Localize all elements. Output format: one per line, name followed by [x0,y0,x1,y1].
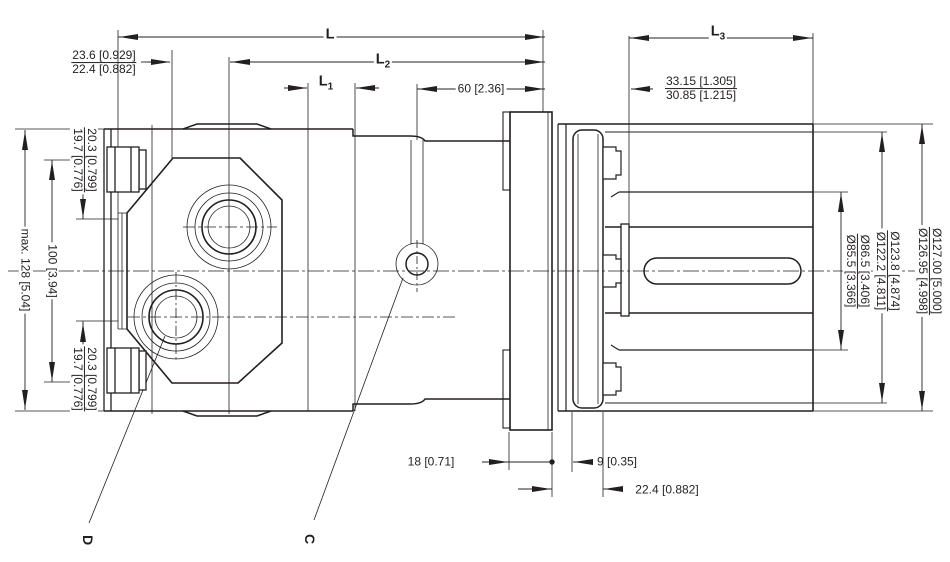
output-shaft-outline [605,223,813,317]
part-label-C: C [301,533,318,545]
dimension-dot [549,459,555,465]
part-label-D: D [79,534,96,546]
leader-line-D [88,335,166,524]
dimension-lines [22,34,925,492]
wheel-stud-bolts [602,146,622,396]
hub-cylinder-outline [557,123,814,412]
dim-label-dia-hub: Ø86.5 [3.406] Ø85.5 [3.366] [843,231,872,311]
dim-label-18: 18 [0.71] [407,454,455,469]
port-cover-outline [126,157,283,384]
dim-label-100: 100 [3.94] [45,242,60,300]
left-top-bolt [106,146,147,193]
dim-label-L: L [323,26,337,46]
dim-label-22-4: 22.4 [0.882] [635,482,699,497]
centerlines [8,226,938,362]
extension-lines [15,30,933,524]
end-plate-outline [572,129,604,409]
dim-label-L1: L1 [318,73,334,93]
dim-label-60: 60 [2.36] [455,81,507,96]
dim-label-L3: L3 [708,23,728,43]
bolts [106,146,622,396]
dim-label-L2: L2 [373,51,393,71]
body-outline [104,123,510,417]
dim-label-dia-spigot: Ø127.00 [5.000] Ø126.95 [4.998] [915,224,944,318]
dim-label-port-offset-bottom: 20.3 [0.799] 19.7 [0.776] [70,344,99,414]
dim-label-port-offset-top: 20.3 [0.799] 19.7 [0.776] [70,125,99,195]
left-bottom-bolt [106,347,147,394]
dim-label-housing-offset: 23.6 [0.929] 22.4 [0.882] [71,48,137,77]
dim-label-dia-recess: Ø123.8 [4.874] Ø122.2 [4.811] [873,228,902,314]
leader-line-C [313,277,404,521]
dim-label-9: 9 [0.35] [596,454,638,469]
dim-label-shoulder-offset: 33.15 [1.305] 30.85 [1.215] [664,74,738,103]
dim-label-max-128: max. 128 [5.04] [18,226,33,314]
